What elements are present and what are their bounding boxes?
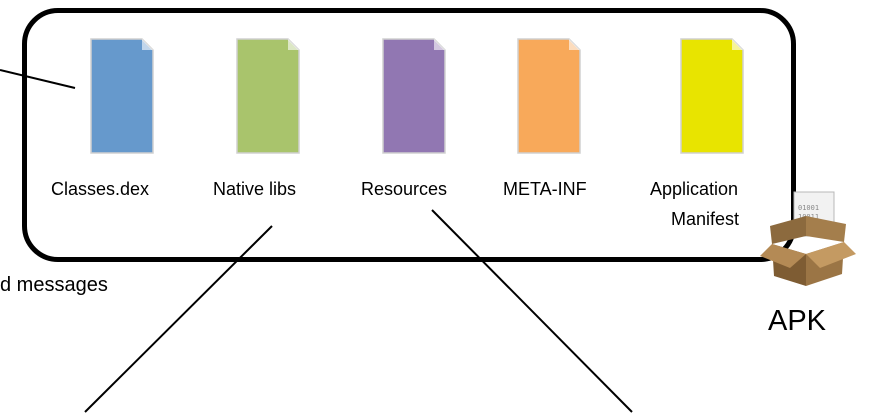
apk-label: APK [768, 305, 827, 337]
application-manifest-file-icon [680, 38, 744, 154]
connector-line-resources [431, 209, 633, 413]
apk-binary-line-1: 01001 [798, 204, 819, 212]
connector-line-classes [0, 69, 76, 89]
classes-dex-label: Classes.dex [51, 179, 150, 199]
manifest-label: Manifest [671, 209, 740, 229]
meta-inf-file-icon [517, 38, 581, 154]
classes-dex-file-icon [90, 38, 154, 154]
resources-label: Resources [361, 179, 448, 199]
apk-box-icon: 01001 10011 [760, 188, 856, 288]
native-libs-label: Native libs [213, 179, 297, 199]
native-libs-file-icon [236, 38, 300, 154]
application-label: Application [650, 179, 739, 199]
resources-file-icon [382, 38, 446, 154]
apk-contents-box [22, 8, 796, 262]
messages-text-fragment: d messages [0, 274, 108, 296]
meta-inf-label: META-INF [503, 179, 587, 199]
